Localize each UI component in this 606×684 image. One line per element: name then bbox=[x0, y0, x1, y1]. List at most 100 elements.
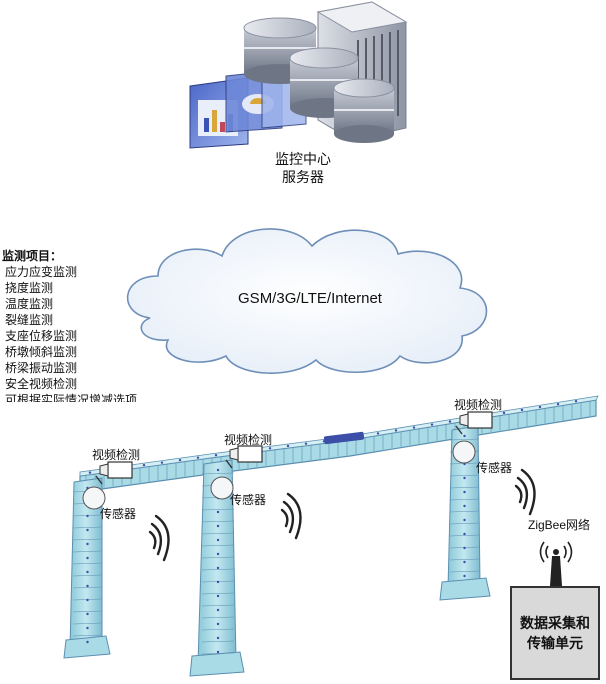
monitoring-item: 桥梁振动监测 bbox=[5, 361, 78, 375]
wireless-signal-icon bbox=[280, 492, 302, 540]
monitor-screens-icon bbox=[189, 69, 307, 149]
pier-segment-line bbox=[201, 508, 235, 511]
pier-rivet bbox=[463, 518, 466, 522]
bridge-pier bbox=[63, 477, 111, 659]
database-disk-icon bbox=[333, 78, 395, 143]
pier-rivet bbox=[216, 622, 220, 626]
pier-rivet bbox=[216, 524, 220, 528]
pier-rivet bbox=[216, 608, 220, 612]
pier-segment-line bbox=[449, 534, 480, 537]
deck-rivet bbox=[178, 458, 182, 462]
monitoring-item: 安全视频检测 bbox=[5, 377, 78, 391]
pier-segment-line bbox=[201, 652, 235, 655]
pier-rivet bbox=[463, 560, 466, 564]
pier-rivet bbox=[86, 640, 89, 644]
deck-rivet bbox=[574, 400, 578, 403]
camera-icon bbox=[455, 411, 493, 435]
pier-rivet bbox=[86, 570, 89, 574]
cloud-shape bbox=[126, 228, 488, 374]
pier-segment-line bbox=[449, 438, 480, 441]
pier-rivet bbox=[86, 542, 89, 546]
deck-rivet bbox=[394, 429, 398, 432]
monitoring-item: 温度监测 bbox=[5, 297, 54, 311]
network-cloud-label: GSM/3G/LTE/Internet bbox=[238, 290, 382, 307]
sensor-icon bbox=[452, 440, 476, 464]
pier-segment-line bbox=[72, 562, 103, 565]
deck-rivet bbox=[448, 420, 452, 423]
video-detection-label: 视频检测 bbox=[454, 398, 503, 412]
pier-segment-line bbox=[201, 592, 235, 595]
pier-segment-line bbox=[449, 510, 480, 513]
deck-rivet bbox=[412, 426, 416, 429]
pier-rivet bbox=[216, 552, 220, 556]
pier-rivet bbox=[216, 538, 220, 542]
vehicle-icon bbox=[323, 431, 365, 445]
server-illustration bbox=[189, 1, 408, 149]
pier-segment-line bbox=[201, 604, 235, 607]
pier-rivet bbox=[86, 598, 89, 602]
pier-rivet bbox=[86, 612, 89, 616]
pier-segment-line bbox=[201, 532, 235, 535]
monitoring-item: 桥墩倾斜监测 bbox=[5, 345, 78, 359]
sensor-label: 传感器 bbox=[230, 493, 267, 507]
pier-rivet bbox=[86, 584, 89, 588]
monitoring-item: 挠度监测 bbox=[5, 281, 54, 295]
pier-segment-line bbox=[72, 622, 103, 625]
sensor-icon bbox=[82, 486, 106, 510]
pier-rivet bbox=[86, 556, 89, 560]
sensor-label: 传感器 bbox=[476, 461, 513, 475]
deck-rivet bbox=[502, 411, 506, 415]
deck-rivet bbox=[520, 408, 524, 412]
deck-rivet bbox=[142, 463, 146, 467]
pier-segment-line bbox=[449, 498, 480, 501]
pier-segment-line bbox=[201, 520, 235, 523]
pier-segment-line bbox=[449, 522, 480, 525]
bridge-pier bbox=[189, 459, 245, 677]
pier-rivet bbox=[216, 580, 220, 584]
pier-rivet bbox=[463, 490, 466, 494]
pier-rivet bbox=[216, 650, 220, 654]
pier-rivet bbox=[463, 476, 466, 480]
wireless-signal-icon bbox=[148, 514, 170, 562]
pier-rivet bbox=[463, 504, 466, 508]
wireless-signal-icon bbox=[514, 468, 536, 516]
pier-segment-line bbox=[449, 486, 480, 489]
bridge-pier bbox=[439, 425, 491, 601]
pier-rivet bbox=[86, 528, 89, 532]
pier-rivet bbox=[463, 546, 466, 550]
pier-segment-line bbox=[201, 640, 235, 643]
deck-rivet bbox=[304, 442, 308, 445]
sensor-label: 传感器 bbox=[100, 507, 137, 521]
deck-rivet bbox=[538, 405, 542, 409]
pier-segment-line bbox=[449, 474, 480, 477]
pier-segment-line bbox=[201, 556, 235, 559]
pier-rivet bbox=[463, 434, 466, 438]
monitoring-items-list: 监测项目： 应力应变监测 挠度监测 温度监测 裂缝监测 支座位移监测 桥墩倾斜监… bbox=[2, 248, 137, 402]
pier-rivet bbox=[216, 636, 220, 640]
video-detection-label: 视频检测 bbox=[224, 433, 273, 447]
deck-rivet bbox=[214, 454, 218, 457]
deck-rivet bbox=[376, 432, 380, 435]
pier-segment-line bbox=[72, 610, 103, 613]
data-acquisition-unit-box: 数据采集和传输单元 bbox=[510, 586, 600, 680]
pier-segment-line bbox=[201, 628, 235, 631]
antenna-icon bbox=[539, 541, 573, 586]
bridge-deck bbox=[79, 395, 599, 493]
deck-rivet bbox=[430, 423, 434, 426]
pier-segment-line bbox=[72, 574, 103, 577]
video-detection-label: 视频检测 bbox=[92, 448, 141, 462]
pier-segment-line bbox=[72, 586, 103, 589]
sensor-icon bbox=[210, 476, 234, 500]
pier-rivet bbox=[463, 532, 466, 536]
deck-rivet bbox=[286, 444, 290, 448]
server-label: 监控中心 服务器 bbox=[258, 150, 348, 186]
deck-rivet bbox=[556, 402, 560, 406]
server-label-line1: 监控中心 bbox=[275, 151, 331, 167]
deck-rivet bbox=[268, 447, 272, 450]
zigbee-network-label: ZigBee网络 bbox=[528, 518, 591, 532]
monitoring-item: 应力应变监测 bbox=[5, 265, 78, 279]
pier-segment-line bbox=[72, 526, 103, 529]
camera-icon bbox=[225, 445, 263, 469]
pier-segment-line bbox=[72, 634, 103, 637]
pier-segment-line bbox=[449, 558, 480, 561]
